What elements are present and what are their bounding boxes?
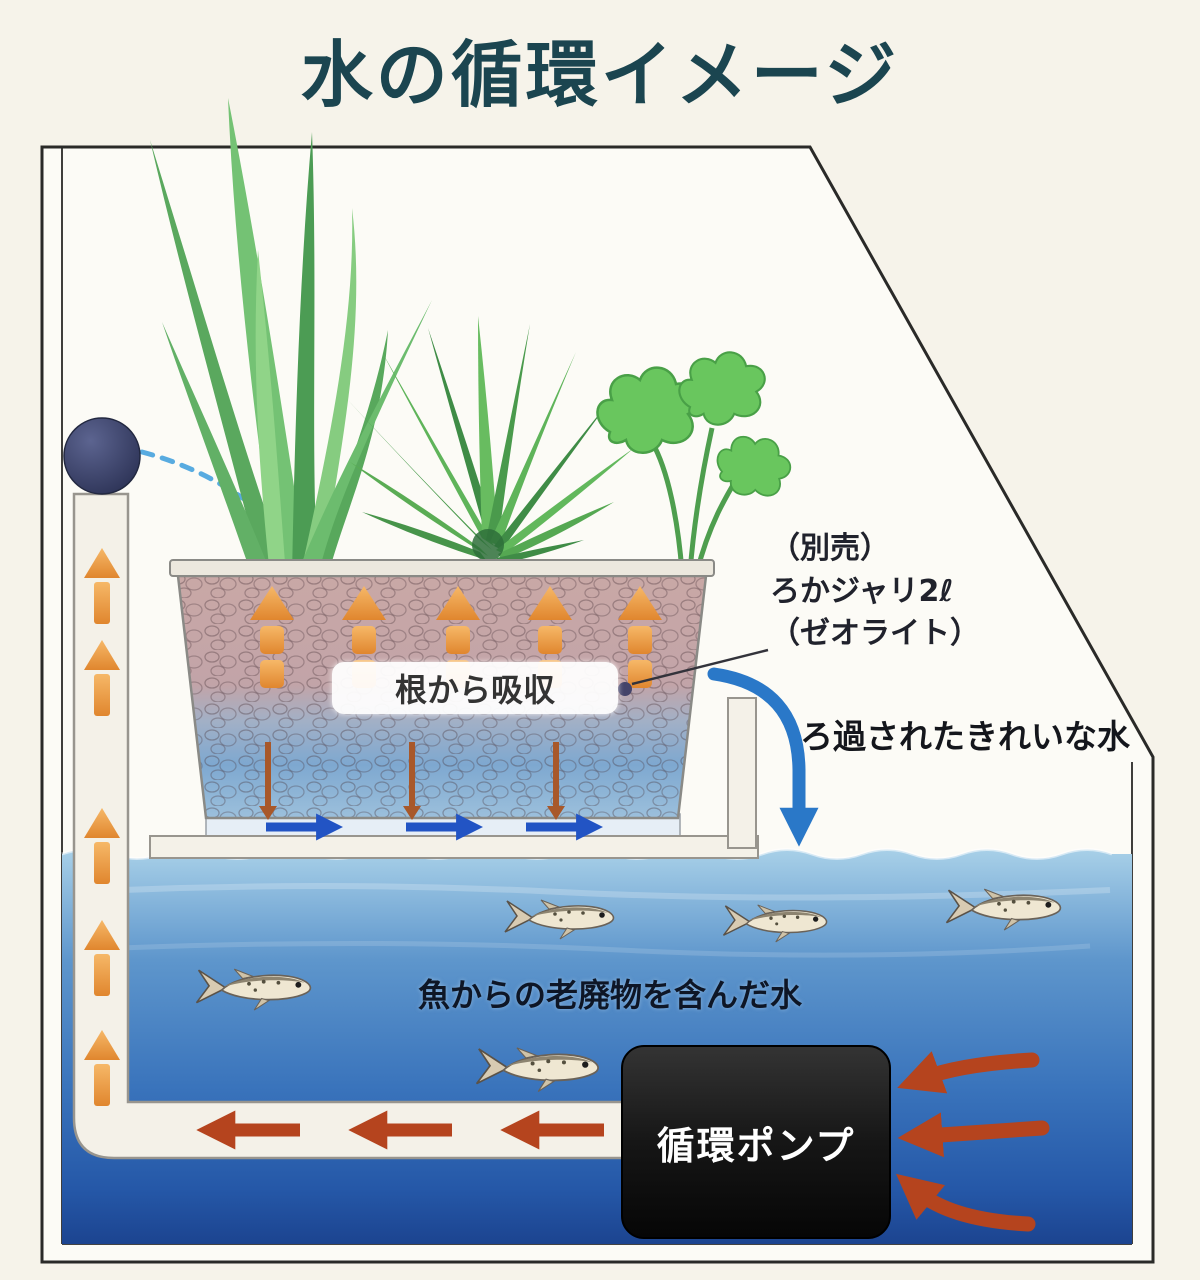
pump-intake-arrows (895, 1051, 1050, 1232)
accessory-note-line1: （別売） (770, 531, 890, 566)
circulation-pipe (63, 417, 634, 1160)
broadleaf-plant-illustration (596, 351, 799, 573)
pump-label-text: 循環ポンプ (656, 1123, 856, 1168)
fern-plant-illustration (346, 316, 634, 564)
outlet-sphere (63, 417, 141, 495)
accessory-note-line3: （ゼオライト） (770, 616, 980, 652)
pump-box (621, 1045, 891, 1239)
filtered-water-label: ろ過されたきれいな水 (800, 717, 1130, 756)
grass-plant-illustration (150, 98, 432, 576)
zeolite-pointer (618, 648, 769, 696)
absorb-label: 根から吸収 (332, 662, 618, 714)
absorb-label-text: 根から吸収 (394, 671, 555, 709)
outflow-arrow (707, 667, 819, 847)
drain-drip-arrows (259, 742, 565, 820)
diagram-title: 水の循環イメージ (300, 33, 900, 117)
accessory-note-line2: ろかジャリ2ℓ (770, 573, 954, 609)
zeolite-dot (618, 682, 632, 696)
pump-label: 循環ポンプ (622, 1046, 890, 1238)
waste-water-label: 魚からの老廃物を含んだ水 (418, 976, 803, 1014)
accessory-note: （別売） ろかジャリ2ℓ （ゼオライト） (770, 528, 1070, 656)
